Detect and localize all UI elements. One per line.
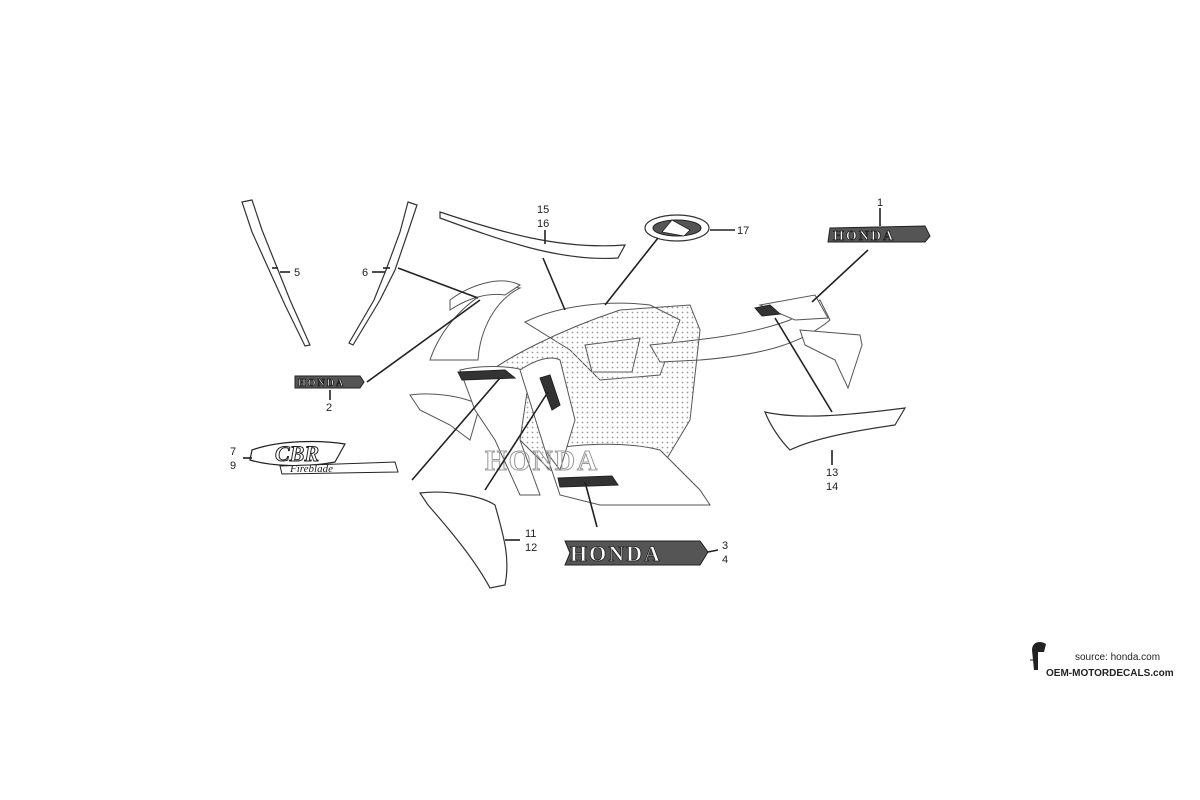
decal-2-honda-text: HONDA — [298, 378, 345, 389]
decal-part-1-honda: HONDA — [827, 225, 931, 244]
watermark: source: honda.com OEM-MOTORDECALS.com — [1030, 642, 1174, 679]
leader-lines — [243, 208, 881, 553]
motorcycle-fairing: HONDA — [409, 280, 863, 506]
decal-part-6 — [348, 201, 418, 346]
decal-part-15-16 — [439, 211, 627, 260]
decal-part-3-4-honda: HONDA — [564, 540, 709, 566]
decal-part-5 — [241, 199, 311, 347]
decal-3-4-honda-text: HONDA — [570, 541, 662, 566]
callout-3: 3 — [722, 540, 728, 552]
callout-2: 2 — [326, 402, 332, 414]
callout-14: 14 — [826, 481, 838, 493]
decal-part-13-14 — [764, 407, 907, 451]
decal-part-17-emblem — [644, 214, 710, 242]
callout-16: 16 — [537, 218, 549, 230]
watermark-source-text: source: honda.com — [1075, 652, 1160, 663]
callout-9: 9 — [230, 460, 236, 472]
decal-part-11-12 — [418, 491, 508, 589]
decal-part-2-honda: HONDA — [294, 375, 365, 389]
callout-7: 7 — [230, 446, 236, 458]
watermark-site-text: OEM-MOTORDECALS.com — [1046, 668, 1174, 679]
callout-12: 12 — [525, 542, 537, 554]
helmet-logo-icon — [1030, 642, 1046, 670]
callout-4: 4 — [722, 554, 728, 566]
cbr-text: CBR — [275, 441, 319, 466]
callout-11: 11 — [525, 528, 536, 540]
callout-numbers: 1 2 3 4 5 6 7 9 11 12 13 14 15 16 17 — [230, 197, 883, 566]
callout-6: 6 — [362, 267, 368, 279]
callout-5: 5 — [294, 267, 300, 279]
callout-1: 1 — [877, 197, 883, 209]
fireblade-text: Fireblade — [289, 463, 333, 475]
callout-15: 15 — [537, 204, 549, 216]
decal-part-7-9-cbr-fireblade: CBR Fireblade — [249, 441, 399, 475]
tank-honda-watermark-text: HONDA — [485, 446, 599, 477]
callout-17: 17 — [737, 225, 749, 237]
fairing-stripe-decals — [457, 304, 782, 488]
callout-13: 13 — [826, 467, 838, 479]
decal-1-honda-text: HONDA — [833, 229, 895, 244]
